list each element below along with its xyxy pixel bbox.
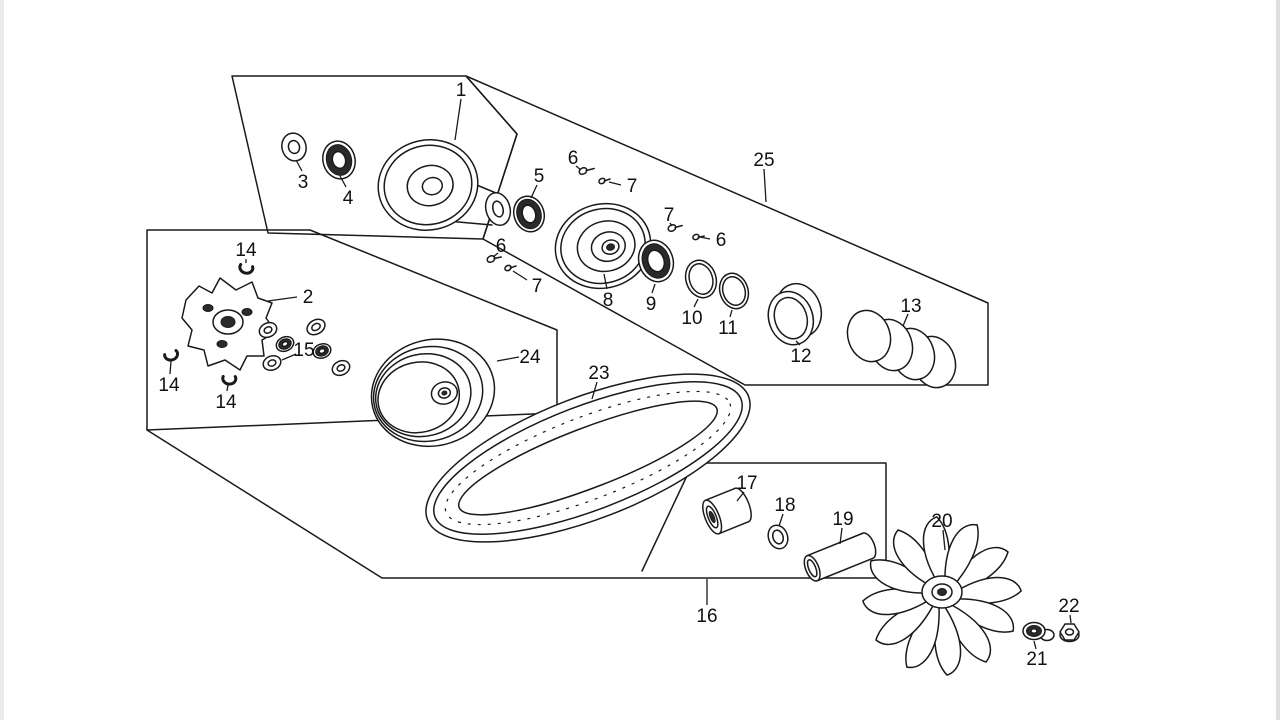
leader-line-7 bbox=[669, 222, 673, 227]
part-23-belt bbox=[425, 373, 751, 543]
part-label-18: 18 bbox=[774, 495, 795, 516]
leader-line-23 bbox=[591, 381, 598, 400]
leader-line-19 bbox=[839, 527, 843, 545]
part-label-16: 16 bbox=[696, 606, 717, 627]
part-20-cooling-fan bbox=[862, 516, 1022, 676]
leader-line-4 bbox=[339, 175, 347, 188]
part-label-23: 23 bbox=[588, 363, 609, 384]
leader-line-5 bbox=[530, 184, 538, 199]
part-label-8: 8 bbox=[603, 290, 614, 311]
part-24-drive-pulley-face bbox=[370, 338, 496, 448]
leader-line-18 bbox=[778, 513, 784, 527]
part-21-nut bbox=[1022, 621, 1055, 642]
part-19-spacer-tube bbox=[803, 532, 877, 582]
part-label-6: 6 bbox=[716, 230, 727, 251]
outline-box-16 bbox=[146, 429, 887, 579]
leader-line-12 bbox=[795, 340, 801, 346]
leader-line-6 bbox=[492, 252, 499, 258]
part-label-6: 6 bbox=[568, 148, 579, 169]
leader-line-11 bbox=[729, 309, 733, 318]
part-label-19: 19 bbox=[832, 509, 853, 530]
part-label-21: 21 bbox=[1026, 649, 1047, 670]
part-label-24: 24 bbox=[519, 347, 541, 368]
part-label-14: 14 bbox=[158, 375, 180, 396]
leader-line-9 bbox=[651, 283, 656, 294]
part-label-5: 5 bbox=[534, 166, 545, 187]
part-label-20: 20 bbox=[931, 511, 952, 532]
part-label-15: 15 bbox=[293, 340, 314, 361]
part-6-7-screws bbox=[486, 167, 705, 272]
part-label-12: 12 bbox=[790, 346, 811, 367]
part-13-spring bbox=[846, 309, 957, 389]
outline-box-25 bbox=[465, 75, 989, 386]
part-label-1: 1 bbox=[456, 80, 467, 101]
part-label-25: 25 bbox=[753, 150, 774, 171]
leader-line-10 bbox=[693, 298, 699, 308]
part-label-6: 6 bbox=[496, 236, 507, 257]
outline-box-1 bbox=[231, 75, 518, 240]
leader-line-8 bbox=[603, 273, 608, 290]
leader-line-20 bbox=[942, 529, 946, 551]
part-label-7: 7 bbox=[532, 276, 543, 297]
part-label-14: 14 bbox=[235, 240, 257, 261]
part-12-spring-seat bbox=[767, 282, 823, 346]
part-18-ring bbox=[767, 524, 789, 550]
leader-line-7 bbox=[608, 181, 622, 186]
leader-line-6 bbox=[575, 165, 582, 171]
part-4-bearing bbox=[322, 140, 356, 180]
part-label-3: 3 bbox=[298, 172, 309, 193]
part-label-13: 13 bbox=[900, 296, 921, 317]
leader-line-1 bbox=[454, 98, 462, 141]
part-15-rollers bbox=[258, 318, 351, 377]
part-2-ramp-plate bbox=[181, 277, 277, 371]
part-label-2: 2 bbox=[303, 287, 314, 308]
part-label-22: 22 bbox=[1058, 596, 1079, 617]
leader-line-15 bbox=[281, 353, 297, 361]
leader-line-24 bbox=[496, 356, 520, 362]
leader-line-2 bbox=[267, 296, 298, 302]
leader-line-6 bbox=[699, 236, 711, 240]
part-10-ring bbox=[684, 259, 718, 299]
part-1-drive-face-assembly bbox=[377, 139, 512, 231]
part-22-nut bbox=[1059, 623, 1080, 643]
leader-line-7 bbox=[512, 270, 528, 281]
part-label-10: 10 bbox=[681, 308, 702, 329]
part-label-14: 14 bbox=[215, 392, 237, 413]
leader-line-17 bbox=[736, 491, 745, 502]
leader-line-14 bbox=[169, 360, 172, 375]
part-label-7: 7 bbox=[664, 205, 675, 226]
leader-line-22 bbox=[1069, 614, 1072, 624]
part-3-washer bbox=[281, 132, 307, 162]
scan-edge-left bbox=[0, 0, 4, 720]
leader-line-14 bbox=[226, 384, 229, 392]
part-label-4: 4 bbox=[343, 188, 354, 209]
scan-edge-right bbox=[1276, 0, 1280, 720]
part-9-bearing bbox=[637, 239, 675, 283]
leader-line-21 bbox=[1033, 640, 1037, 650]
leader-line-3 bbox=[295, 159, 303, 172]
part-14-clips bbox=[163, 263, 255, 386]
outline-boxes bbox=[146, 75, 989, 579]
part-5-spacer bbox=[512, 195, 546, 233]
outline-box-2 bbox=[146, 229, 558, 431]
part-11-ring bbox=[718, 272, 750, 310]
part-label-11: 11 bbox=[718, 318, 738, 339]
part-8-movable-face bbox=[554, 202, 652, 290]
part-label-7: 7 bbox=[627, 176, 638, 197]
part-label-9: 9 bbox=[646, 294, 657, 315]
part-label-17: 17 bbox=[736, 473, 757, 494]
leader-line-13 bbox=[902, 313, 909, 327]
leader-line-25 bbox=[763, 168, 767, 203]
